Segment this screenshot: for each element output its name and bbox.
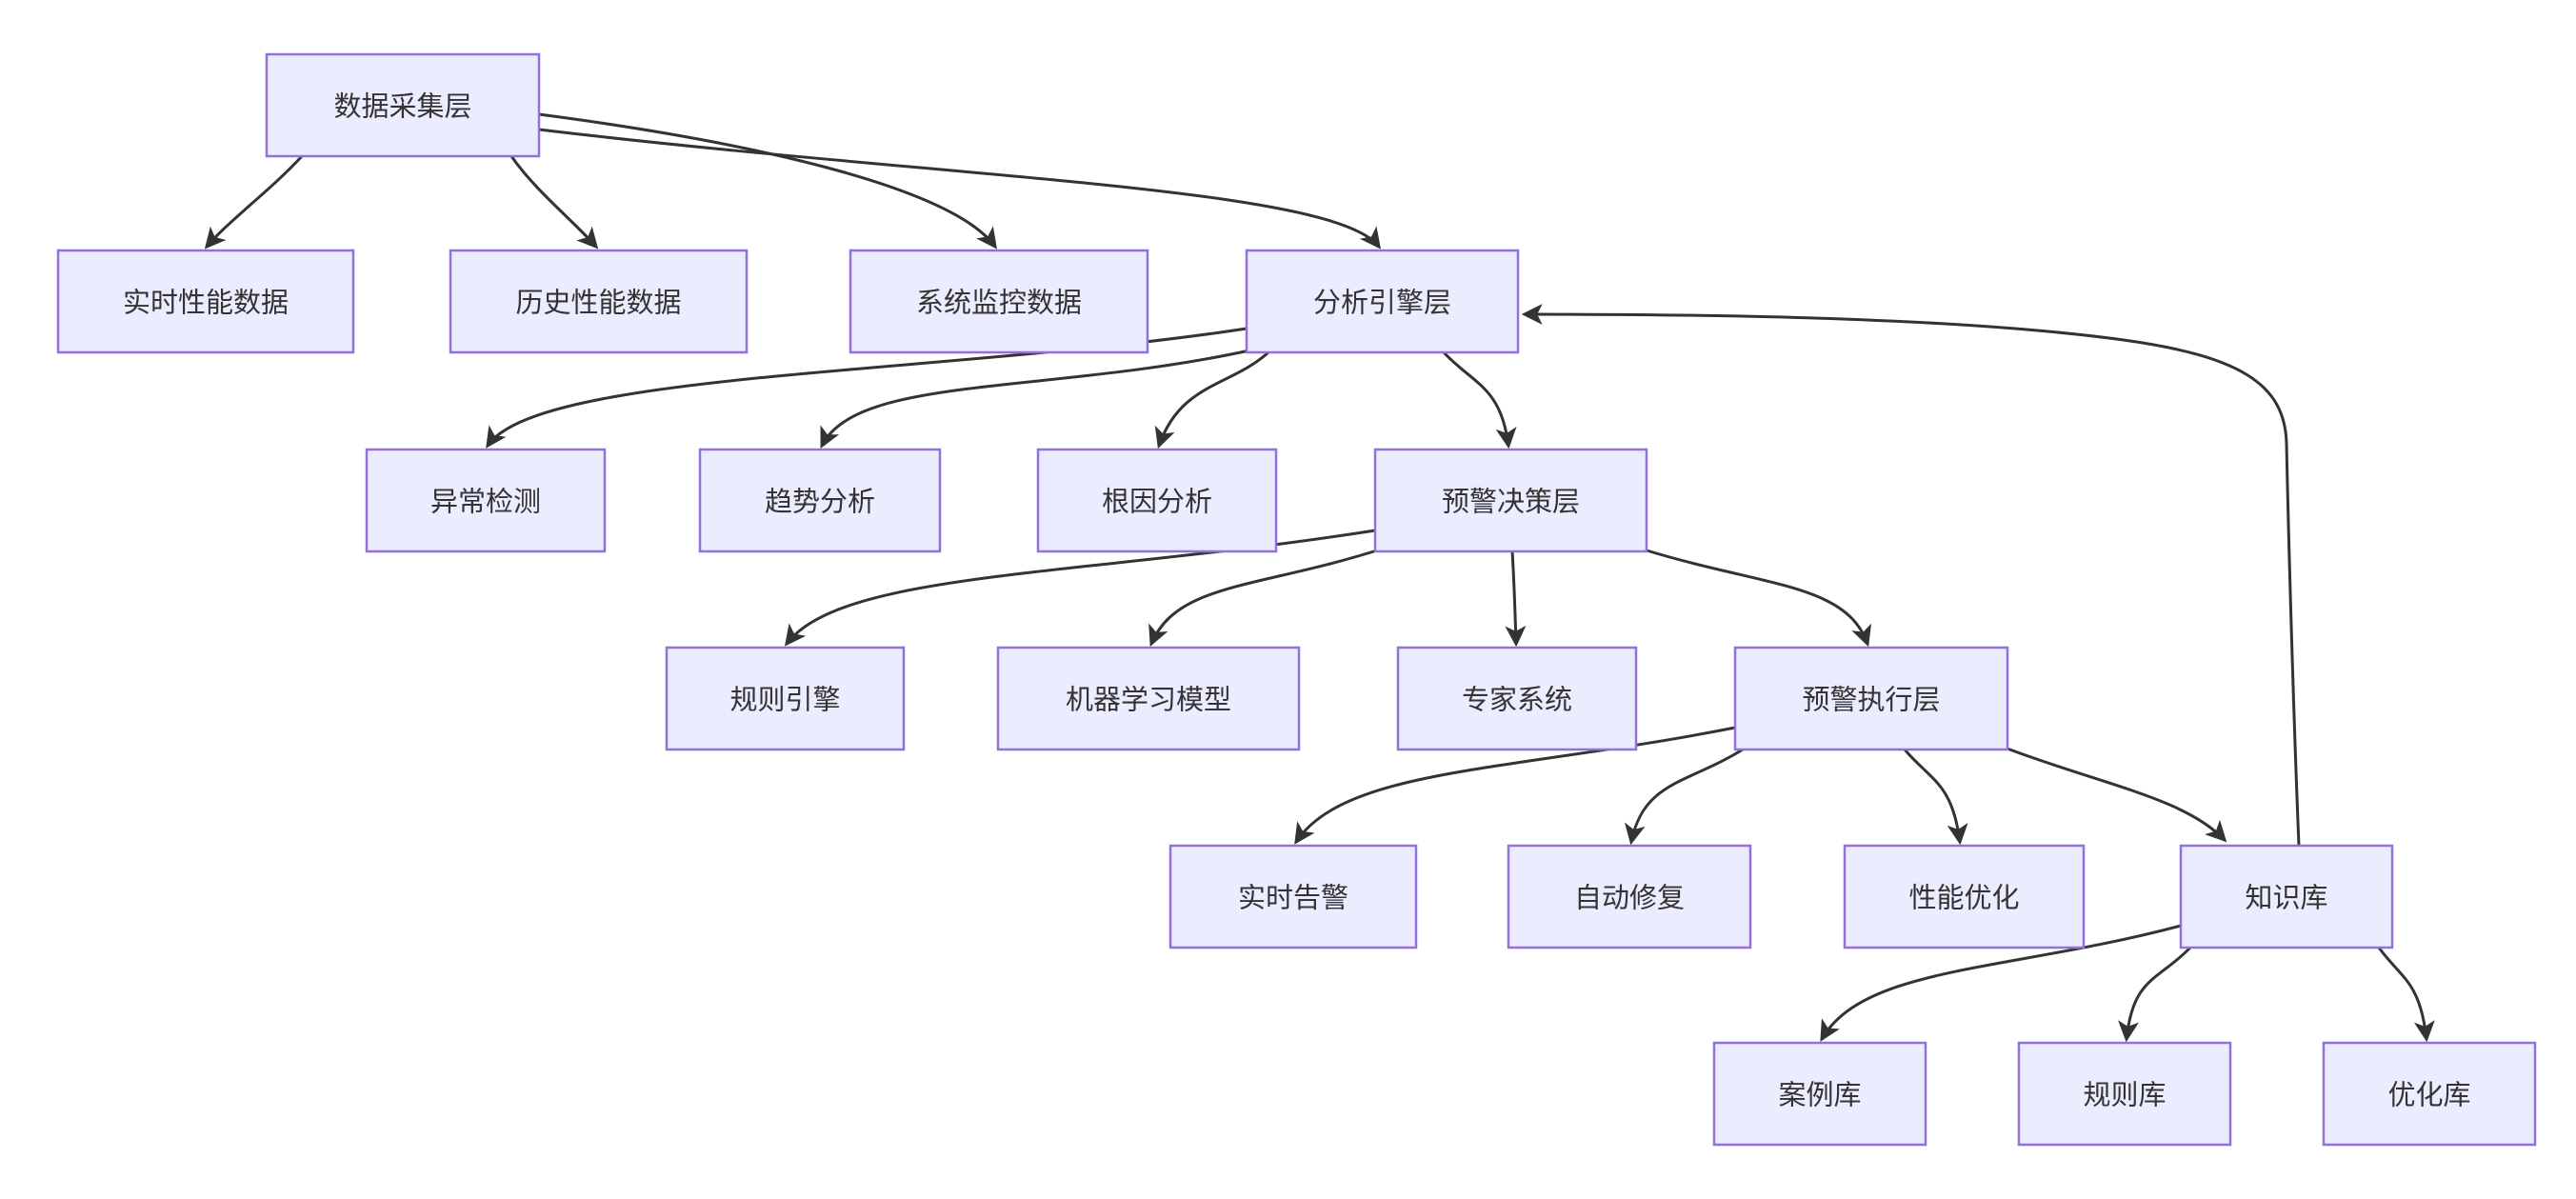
edge-knowledge-base-to-opt-lib	[2377, 947, 2435, 1043]
node-perf-optimize: 性能优化	[1843, 844, 2086, 949]
node-label: 预警执行层	[1802, 685, 1940, 716]
edge-data-collection-to-history-perf	[509, 155, 599, 250]
edge-execution-layer-to-knowledge-base	[2004, 746, 2227, 843]
node-box	[1168, 844, 1418, 949]
node-box	[1373, 448, 1648, 553]
node-decision-layer: 预警决策层	[1373, 448, 1648, 553]
node-label: 分析引擎层	[1313, 288, 1451, 319]
node-box	[1507, 844, 1752, 949]
node-box	[698, 448, 942, 553]
edge-analysis-engine-to-trend-analysis	[820, 349, 1250, 449]
node-label: 自动修复	[1574, 883, 1685, 914]
node-label: 专家系统	[1462, 685, 1572, 716]
node-box	[1245, 249, 1520, 354]
edge-decision-layer-to-execution-layer	[1643, 548, 1872, 648]
node-label: 系统监控数据	[916, 288, 1082, 319]
node-box	[2017, 1041, 2232, 1147]
node-box	[849, 249, 1149, 354]
node-expert-system: 专家系统	[1396, 646, 1638, 751]
node-realtime-perf: 实时性能数据	[56, 249, 355, 354]
node-sys-monitor: 系统监控数据	[849, 249, 1149, 354]
node-box	[665, 646, 906, 751]
node-box	[2322, 1041, 2537, 1147]
node-execution-layer: 预警执行层	[1733, 646, 2009, 751]
node-label: 案例库	[1778, 1080, 1861, 1111]
node-ml-model: 机器学习模型	[996, 646, 1301, 751]
node-label: 机器学习模型	[1066, 685, 1231, 716]
node-label: 优化库	[2387, 1080, 2470, 1111]
node-box	[996, 646, 1301, 751]
node-box	[365, 448, 607, 553]
node-history-perf: 历史性能数据	[449, 249, 749, 354]
edge-knowledge-base-to-case-lib	[1820, 924, 2182, 1042]
node-box	[2179, 844, 2394, 949]
node-analysis-engine: 分析引擎层	[1245, 249, 1520, 354]
node-box	[449, 249, 749, 354]
node-label: 异常检测	[430, 487, 541, 518]
node-label: 实时性能数据	[123, 288, 289, 319]
node-label: 规则引擎	[729, 685, 840, 716]
edge-decision-layer-to-ml-model	[1148, 548, 1381, 648]
node-label: 根因分析	[1102, 487, 1212, 518]
node-label: 实时告警	[1238, 883, 1348, 914]
node-data-collection: 数据采集层	[265, 52, 541, 158]
node-opt-lib: 优化库	[2322, 1041, 2537, 1147]
node-label: 知识库	[2245, 883, 2327, 914]
node-case-lib: 案例库	[1712, 1041, 1927, 1147]
edge-decision-layer-to-expert-system	[1505, 550, 1527, 648]
node-label: 数据采集层	[333, 91, 471, 123]
edge-execution-layer-to-auto-repair	[1624, 748, 1744, 846]
node-box	[1733, 646, 2009, 751]
node-label: 规则库	[2083, 1080, 2166, 1111]
edge-analysis-engine-to-root-cause	[1154, 350, 1270, 450]
node-label: 预警决策层	[1442, 487, 1580, 518]
node-label: 历史性能数据	[515, 288, 681, 319]
node-realtime-alert: 实时告警	[1168, 844, 1418, 949]
edge-data-collection-to-sys-monitor	[538, 112, 997, 250]
node-box	[1843, 844, 2086, 949]
node-box	[1396, 646, 1638, 751]
node-anomaly-detect: 异常检测	[365, 448, 607, 553]
node-box	[1036, 448, 1278, 553]
edge-data-collection-to-realtime-perf	[204, 154, 304, 250]
edge-data-collection-to-analysis-engine	[538, 128, 1382, 250]
node-box	[1712, 1041, 1927, 1147]
node-auto-repair: 自动修复	[1507, 844, 1752, 949]
edge-execution-layer-to-perf-optimize	[1903, 749, 1968, 846]
edges-layer	[204, 112, 2435, 1043]
node-root-cause: 根因分析	[1036, 448, 1278, 553]
edge-knowledge-base-to-rule-lib	[2118, 946, 2192, 1043]
node-box	[265, 52, 541, 158]
node-rule-lib: 规则库	[2017, 1041, 2232, 1147]
edge-knowledge-base-to-analysis-engine	[1521, 304, 2301, 847]
node-knowledge-base: 知识库	[2179, 844, 2394, 949]
edge-execution-layer-to-realtime-alert	[1294, 726, 1736, 845]
node-label: 性能优化	[1908, 883, 2019, 914]
node-trend-analysis: 趋势分析	[698, 448, 942, 553]
edge-analysis-engine-to-decision-layer	[1442, 350, 1517, 450]
node-box	[56, 249, 355, 354]
node-rule-engine: 规则引擎	[665, 646, 906, 751]
node-label: 趋势分析	[765, 487, 875, 518]
